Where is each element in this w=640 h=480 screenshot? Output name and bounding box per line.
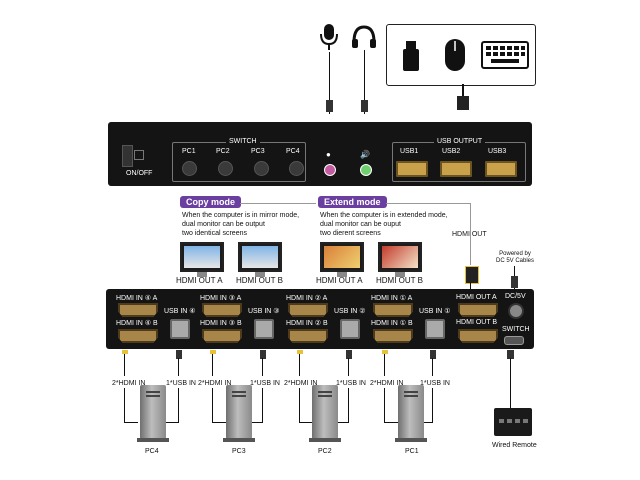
extend-monitor-a <box>320 242 364 277</box>
g2-hdmi-in-b[interactable] <box>288 329 328 343</box>
pc3-label: PC3 <box>251 148 265 155</box>
g4-usb-label: USB IN ④ <box>164 308 196 315</box>
g1-usb-in[interactable] <box>425 319 445 339</box>
g3-usb-in[interactable] <box>254 319 274 339</box>
usb2-label: USB2 <box>442 148 461 155</box>
pc1-name: PC1 <box>405 448 419 455</box>
power-label: ON/OFF <box>126 170 153 177</box>
pc2-name: PC2 <box>318 448 332 455</box>
usb3-port[interactable] <box>485 161 517 177</box>
g3-usb-label: USB IN ③ <box>248 308 280 315</box>
kvm-front-panel: ON/OFF SWITCH PC1 PC2 PC3 PC4 ● 🔊 USB OU… <box>108 122 532 186</box>
pc3-tower <box>223 385 255 442</box>
g3-in-b-label: HDMI IN ③ B <box>200 320 242 327</box>
g2-in-b-label: HDMI IN ② B <box>286 320 328 327</box>
extend-out-b-label: HDMI OUT B <box>376 276 423 285</box>
usb3-label: USB3 <box>488 148 507 155</box>
g4-in-b-label: HDMI IN ④ B <box>116 320 158 327</box>
pc4-hdmi-label: 2*HDMI IN <box>112 380 146 387</box>
out-a-label: HDMI OUT A <box>456 294 497 301</box>
pc2-label: PC2 <box>216 148 230 155</box>
pc2-button[interactable] <box>218 161 233 176</box>
pc4-tower <box>137 385 169 442</box>
pc3-name: PC3 <box>232 448 246 455</box>
dc-label: DC/5V <box>505 293 526 300</box>
g4-in-a-label: HDMI IN ④ A <box>116 295 158 302</box>
hdmi-out-label: HDMI OUT <box>452 231 487 238</box>
extend-out-a-label: HDMI OUT A <box>316 276 363 285</box>
extend-mode-title: Extend mode <box>318 196 387 208</box>
g4-usb-in[interactable] <box>170 319 190 339</box>
pc2-hdmi-label: 2*HDMI IN <box>284 380 318 387</box>
usb1-label: USB1 <box>400 148 419 155</box>
g2-in-a-label: HDMI IN ② A <box>286 295 328 302</box>
pc1-hdmi-label: 2*HDMI IN <box>370 380 404 387</box>
g4-hdmi-in-b[interactable] <box>118 329 158 343</box>
pc2-tower <box>309 385 341 442</box>
usb-output-title: USB OUTPUT <box>434 138 486 145</box>
g2-hdmi-in-a[interactable] <box>288 303 328 317</box>
g3-hdmi-in-b[interactable] <box>202 329 242 343</box>
usb1-port[interactable] <box>396 161 428 177</box>
pc1-usb-label: 1*USB IN <box>420 380 450 387</box>
wired-remote-label: Wired Remote <box>492 442 537 449</box>
copy-monitor-b <box>238 242 282 277</box>
pc1-tower <box>395 385 427 442</box>
copy-out-a-label: HDMI OUT A <box>176 276 223 285</box>
usb-icon <box>403 41 419 71</box>
pc4-usb-label: 1*USB IN <box>166 380 196 387</box>
pc2-usb-label: 1*USB IN <box>336 380 366 387</box>
g2-usb-label: USB IN ② <box>334 308 366 315</box>
out-b-label: HDMI OUT B <box>456 319 498 326</box>
copy-monitor-a <box>180 242 224 277</box>
kvm-back-panel: HDMI IN ④ A HDMI IN ④ B USB IN ④ HDMI IN… <box>106 289 534 349</box>
pc1-label: PC1 <box>182 148 196 155</box>
g2-usb-in[interactable] <box>340 319 360 339</box>
pc3-hdmi-label: 2*HDMI IN <box>198 380 232 387</box>
g4-hdmi-in-a[interactable] <box>118 303 158 317</box>
g1-usb-label: USB IN ① <box>419 308 451 315</box>
keyboard-icon <box>481 41 529 69</box>
extend-monitor-b <box>378 242 422 277</box>
remote-switch-port[interactable] <box>504 336 524 345</box>
copy-mode-title: Copy mode <box>180 196 242 208</box>
audio-port[interactable] <box>360 164 372 176</box>
pc4-button[interactable] <box>289 161 304 176</box>
wired-remote[interactable] <box>494 408 532 436</box>
pc3-usb-label: 1*USB IN <box>250 380 280 387</box>
extend-mode-desc: When the computer is in extended mode,du… <box>320 212 448 237</box>
mouse-icon <box>445 39 465 71</box>
power-indicator <box>134 150 144 160</box>
pc1-button[interactable] <box>182 161 197 176</box>
pc3-button[interactable] <box>254 161 269 176</box>
hdmi-out-plug <box>465 266 479 284</box>
usb-plug <box>457 96 469 110</box>
hdmi-out-a[interactable] <box>458 303 498 317</box>
copy-out-b-label: HDMI OUT B <box>236 276 283 285</box>
g1-in-a-label: HDMI IN ① A <box>371 295 413 302</box>
headphones-icon <box>352 25 376 48</box>
switch-title: SWITCH <box>226 138 260 145</box>
g1-hdmi-in-b[interactable] <box>373 329 413 343</box>
g3-hdmi-in-a[interactable] <box>202 303 242 317</box>
pc4-name: PC4 <box>145 448 159 455</box>
mic-port-icon: ● <box>326 150 331 159</box>
mic-port[interactable] <box>324 164 336 176</box>
hdmi-out-b[interactable] <box>458 329 498 343</box>
switch-label: SWITCH <box>502 326 530 333</box>
pc4-label: PC4 <box>286 148 300 155</box>
g3-in-a-label: HDMI IN ③ A <box>200 295 242 302</box>
speaker-icon: 🔊 <box>360 150 370 159</box>
dc-power-port[interactable] <box>508 303 524 319</box>
g1-hdmi-in-a[interactable] <box>373 303 413 317</box>
power-switch[interactable] <box>122 145 133 167</box>
peripheral-box <box>386 24 536 86</box>
microphone-icon <box>320 24 338 50</box>
usb2-port[interactable] <box>440 161 472 177</box>
g1-in-b-label: HDMI IN ① B <box>371 320 413 327</box>
copy-mode-desc: When the computer is in mirror mode,dual… <box>182 212 300 237</box>
